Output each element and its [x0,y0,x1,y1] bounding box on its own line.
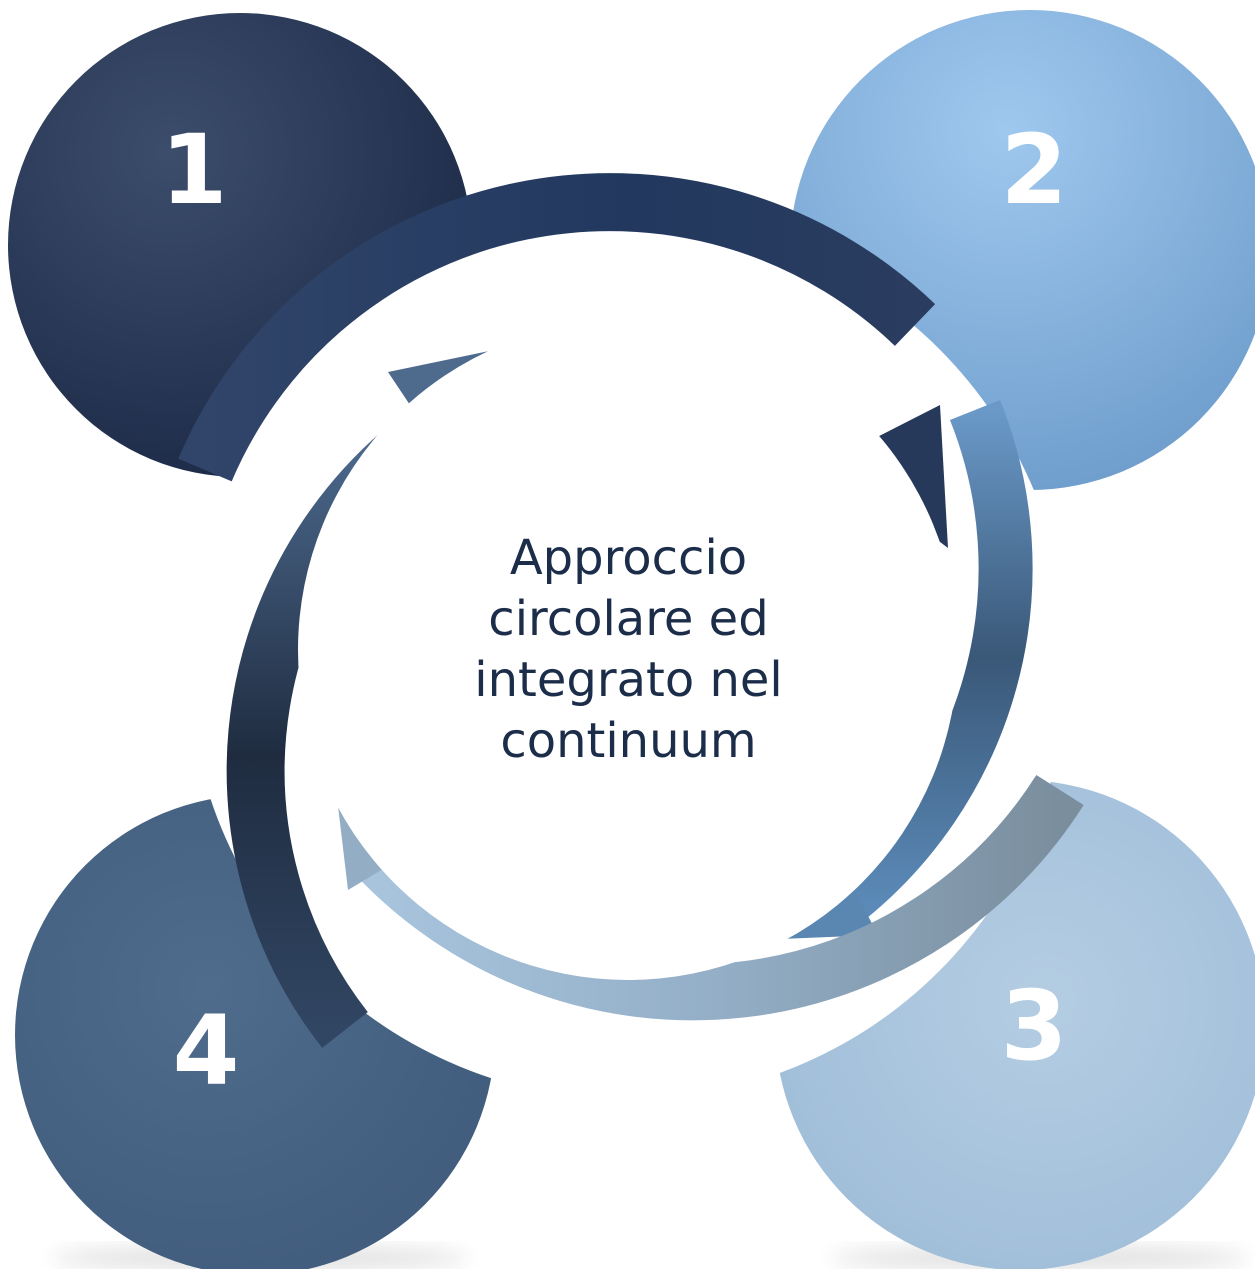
center-label-line-4: continuum [500,713,757,769]
step-number-4: 4 [172,995,240,1107]
step-number-2: 2 [1000,114,1068,226]
center-label-line-1: Approccio [509,530,748,586]
center-label: Approccio circolare ed integrato nel con… [400,528,857,772]
step-number-3: 3 [1000,970,1068,1082]
center-label-line-2: circolare ed [488,591,769,647]
inner-disk [298,320,958,980]
arrow-right-body [823,399,1033,927]
center-label-line-3: integrato nel [474,652,783,708]
step-number-1: 1 [160,114,228,226]
arrow-top-body [178,173,936,482]
